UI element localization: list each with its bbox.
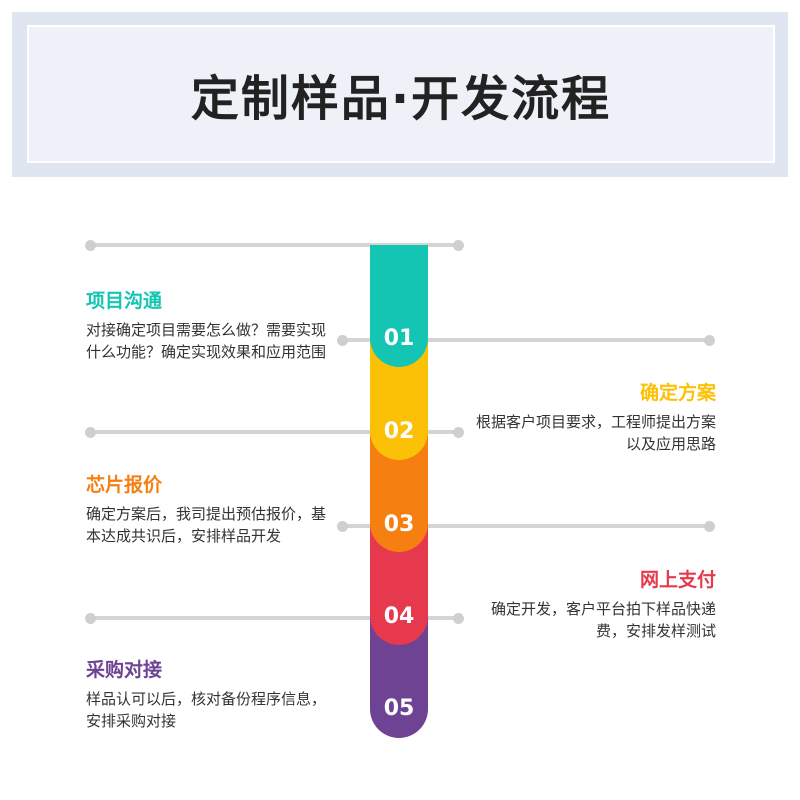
step-title: 项目沟通 [86, 290, 163, 312]
timeline-segment-03 [370, 430, 428, 552]
connector-line [342, 338, 710, 342]
connector-line [90, 243, 460, 247]
timeline-segment-01 [370, 245, 428, 367]
step-block-02: 确定方案 根据客户项目要求，工程师提出方案以及应用思路 [476, 378, 716, 455]
step-description: 样品认可以后，核对备份程序信息，安排采购对接 [86, 690, 327, 730]
connector-dot [337, 335, 348, 346]
step-block-03: 芯片报价 确定方案后，我司提出预估报价，基本达成共识后，安排样品开发 [86, 470, 326, 547]
connector-line [90, 616, 460, 620]
step-block-01: 项目沟通 对接确定项目需要怎么做？需要实现什么功能？确定实现效果和应用范围 [86, 286, 326, 363]
connector-line [342, 524, 710, 528]
step-title: 确定方案 [639, 382, 716, 404]
page-title: 定制样品·开发流程 [190, 71, 612, 127]
timeline-segment-02 [370, 336, 428, 460]
step-block-04: 网上支付 确定开发，客户平台拍下样品快递费，安排发样测试 [476, 565, 716, 642]
connector-dot [704, 521, 715, 532]
step-number-03: 03 [383, 512, 415, 537]
connector-dot [337, 521, 348, 532]
connector-dot [85, 240, 96, 251]
connector-dot [453, 427, 464, 438]
step-title: 采购对接 [86, 659, 163, 681]
connector-line [90, 430, 460, 434]
step-number-04: 04 [383, 604, 415, 629]
step-description: 确定开发，客户平台拍下样品快递费，安排发样测试 [490, 600, 716, 640]
step-title: 网上支付 [639, 569, 716, 591]
step-number-05: 05 [383, 696, 415, 721]
step-number-02: 02 [383, 419, 415, 444]
step-description: 对接确定项目需要怎么做？需要实现什么功能？确定实现效果和应用范围 [86, 321, 327, 361]
step-description: 根据客户项目要求，工程师提出方案以及应用思路 [476, 413, 717, 453]
step-number-01: 01 [383, 326, 415, 351]
connector-dot [453, 613, 464, 624]
connector-dot [453, 240, 464, 251]
timeline-segment-05 [370, 615, 428, 738]
connector-dot [85, 613, 96, 624]
step-description: 确定方案后，我司提出预估报价，基本达成共识后，安排样品开发 [86, 505, 327, 545]
connector-dot [704, 335, 715, 346]
connector-dot [85, 427, 96, 438]
timeline-segment-04 [370, 522, 428, 645]
step-block-05: 采购对接 样品认可以后，核对备份程序信息，安排采购对接 [86, 655, 326, 732]
header-box: 定制样品·开发流程 [27, 25, 775, 163]
step-title: 芯片报价 [86, 474, 163, 496]
